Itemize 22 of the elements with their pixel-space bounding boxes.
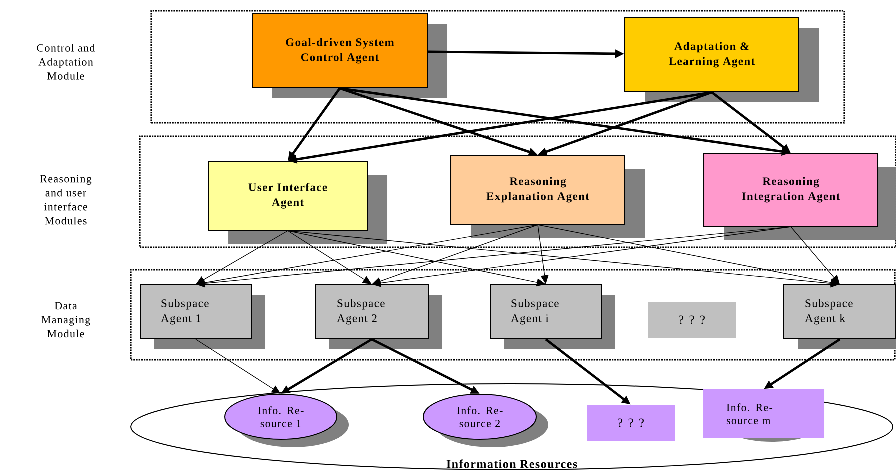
module-box bbox=[139, 136, 896, 248]
module-label: Reasoning and user interface Modules bbox=[40, 175, 92, 225]
arrow bbox=[538, 224, 840, 287]
agent-box: Subspace Agent k bbox=[784, 284, 896, 349]
agent-box: Adaptation & Learning Agent bbox=[624, 18, 819, 102]
agent-box: Goal-driven System Control Agent bbox=[252, 14, 448, 98]
agent-box: User Interface Agent bbox=[208, 161, 388, 244]
agent-box: Subspace Agent 1 bbox=[140, 284, 266, 349]
agent-box: Subspace Agent i bbox=[490, 284, 616, 349]
module-box bbox=[150, 10, 846, 124]
resource-box: Info. Re- source m bbox=[704, 390, 824, 442]
module-label: Data Managing Module bbox=[42, 302, 90, 338]
agent-box: Reasoning Explanation Agent bbox=[450, 155, 645, 238]
agent-box: Reasoning Integration Agent bbox=[704, 153, 896, 240]
placeholder-box: ? ? ? bbox=[648, 302, 736, 338]
arrow bbox=[196, 339, 281, 394]
arrow bbox=[790, 226, 840, 284]
placeholder-box: ? ? ? bbox=[587, 405, 675, 441]
module-label: Control and Adaptation Module bbox=[37, 44, 96, 80]
module-box bbox=[130, 269, 896, 361]
arrow bbox=[288, 230, 372, 284]
agent-box: Subspace Agent 2 bbox=[315, 284, 442, 349]
